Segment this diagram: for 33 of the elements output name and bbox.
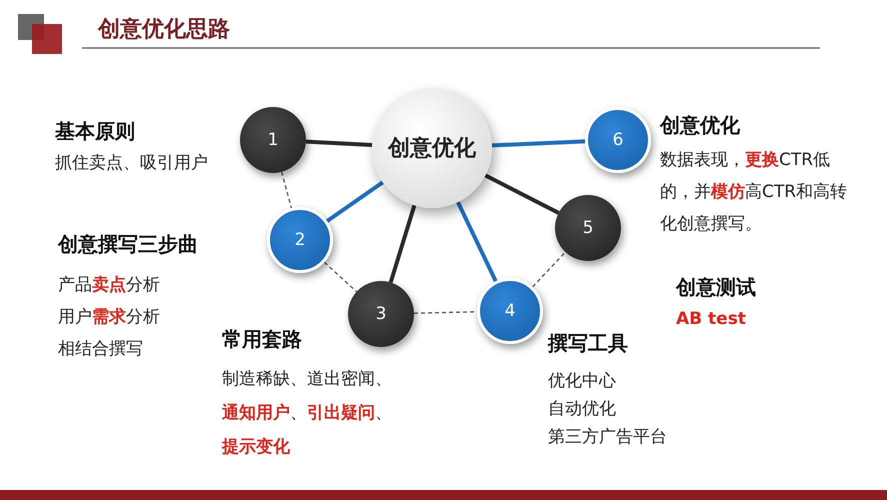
section-text: 相结合撰写 [58,338,143,361]
dashed-connector [532,252,566,288]
section-text: 数据表现，更换CTR低的，并模仿高CTR和高转化创意撰写。 [660,149,848,236]
dashed-connector [324,262,358,292]
section-heading: 创意撰写三步曲 [58,231,198,258]
connector-line [326,180,384,223]
section-heading: 基本原则 [55,118,135,145]
section-heading: 创意测试 [676,274,756,301]
number-circle: 6 [585,107,651,173]
connector-line [492,139,586,148]
connector-line [484,174,560,215]
number-circle: 1 [240,107,306,173]
connector-line [456,201,498,282]
dashed-connector [280,172,292,208]
section-heading: 撰写工具 [548,330,628,357]
section-text: 产品卖点分析 [58,274,160,297]
section-text: AB test [676,308,746,331]
section-heading: 创意优化 [660,112,740,139]
section-text: 自动优化 [548,398,616,421]
number-circle: 2 [267,207,333,273]
section-text: 第三方广告平台 [548,426,667,449]
section-text: 抓住卖点、吸引用户 [55,152,208,175]
number-circle: 3 [348,281,414,347]
connector-line [388,204,416,284]
section-text: 制造稀缺、道出密闻、通知用户、引出疑问、提示变化 [222,368,393,459]
number-circle: 4 [477,278,543,344]
section-text: 用户需求分析 [58,306,160,329]
center-circle: 创意优化 [372,88,492,208]
connector-line [306,140,372,147]
title: 创意优化思路 [98,16,230,44]
section-heading: 常用套路 [222,326,302,353]
number-circle: 5 [555,195,621,261]
section-text: 优化中心 [548,370,616,393]
